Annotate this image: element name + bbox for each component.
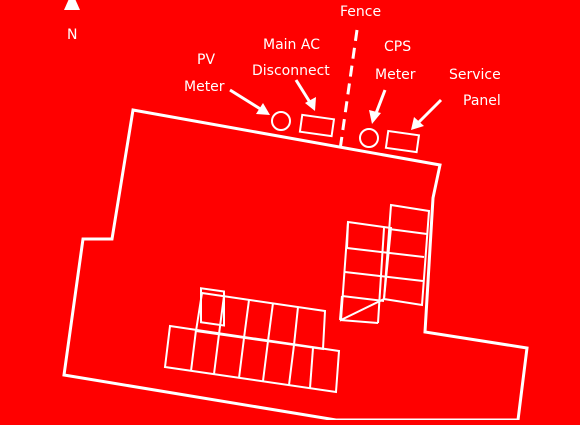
north-arrow-icon — [64, 0, 80, 10]
cps-meter-label-line1: CPS — [384, 39, 411, 55]
pv-meter-label-line1: PV — [197, 52, 215, 68]
solar-panel-divider — [339, 319, 379, 324]
main-ac-disconnect-symbol — [298, 113, 336, 138]
fence-line — [338, 29, 359, 151]
main-ac-arrow — [294, 79, 316, 111]
solar-panel-divider — [267, 302, 274, 342]
cps-meter-symbol — [359, 128, 379, 148]
solar-panel-divider — [341, 295, 385, 302]
solar-panel-divider — [262, 340, 269, 382]
main-ac-label-line1: Main AC — [263, 37, 320, 53]
main-ac-label-line2: Disconnect — [252, 63, 330, 79]
solar-panel-divider — [293, 306, 299, 346]
service-panel-label-line1: Service — [449, 67, 501, 83]
solar-panel-divider — [213, 333, 220, 375]
solar-panel-divider — [377, 227, 385, 324]
solar-panel-divider — [218, 295, 225, 335]
solar-panel-divider — [238, 337, 245, 379]
solar-panel-divider — [190, 329, 197, 372]
pv-meter-symbol — [271, 111, 291, 131]
solar-panel-block-top — [194, 291, 327, 351]
solar-panel-divider — [388, 228, 428, 235]
service-panel-arrow — [411, 98, 443, 130]
solar-panel-divider — [309, 347, 314, 389]
solar-panel-divider — [346, 221, 349, 249]
solar-panel-divider — [344, 271, 424, 282]
cps-meter-arrow — [369, 89, 387, 124]
north-label: N — [67, 27, 77, 43]
pv-meter-arrow — [229, 88, 270, 115]
pv-meter-label-line2: Meter — [184, 79, 225, 95]
solar-panel-divider — [288, 344, 295, 386]
service-panel-symbol — [384, 129, 421, 154]
solar-panel-block-right-left — [339, 220, 393, 322]
building-outline — [62, 108, 529, 422]
solar-panel-divider — [339, 295, 343, 321]
service-panel-label-line2: Panel — [463, 93, 501, 109]
fence-label: Fence — [340, 4, 381, 20]
north-indicator: N — [64, 0, 80, 43]
solar-array-right — [339, 203, 431, 324]
solar-array-lower-left-grid — [163, 291, 341, 394]
solar-panel-divider — [243, 299, 250, 339]
solar-panel-divider — [346, 247, 425, 258]
cps-meter-label-line2: Meter — [375, 67, 416, 83]
solar-panel-block-bottom — [163, 324, 341, 394]
